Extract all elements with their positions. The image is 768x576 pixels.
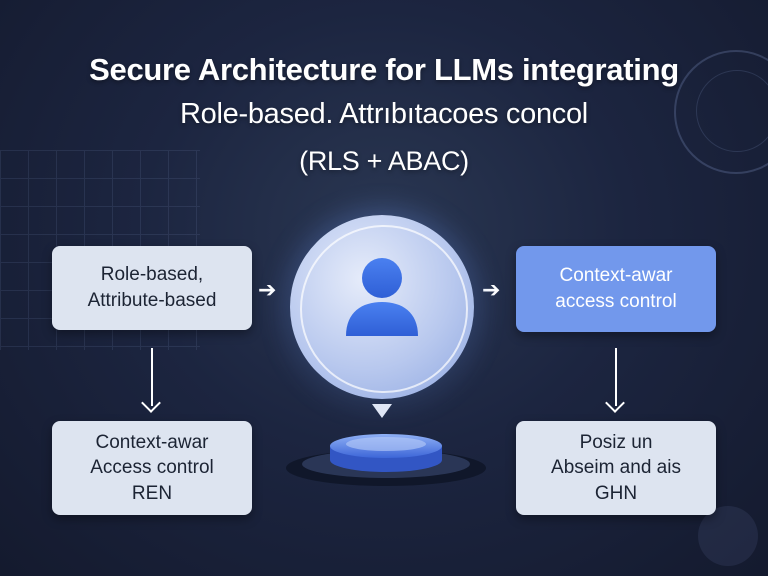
arrow-right-center-to-right: ➔ (482, 278, 501, 303)
title-line-3: (RLS + ABAC) (299, 146, 469, 176)
down-triangle-icon (372, 404, 392, 418)
pedestal-platform-icon (286, 434, 486, 486)
box-tr-line-1: Context-awar (559, 265, 673, 287)
box-context-aware-access: Context-awar access control (516, 246, 716, 332)
center-user-circle-ring (300, 225, 468, 393)
arrow-down-left (141, 348, 161, 413)
box-br-line-2: Abseim and ais (551, 457, 681, 479)
arrow-right-left-to-center: ➔ (258, 278, 277, 303)
title-line-1: Secure Architecture for LLMs integrating (89, 52, 679, 87)
box-role-attribute-based: Role-based, Attribute-based (52, 246, 252, 330)
box-tl-line-2: Attribute-based (87, 290, 217, 311)
background-blob (698, 506, 758, 566)
user-icon (346, 258, 418, 336)
box-bl-line-2: Access control (90, 457, 214, 479)
box-posiz-absem: Posiz un Abseim and ais GHN (516, 421, 716, 515)
box-bl-line-1: Context-awar (95, 431, 209, 453)
box-tl-line-1: Role-based, (100, 264, 204, 286)
box-context-aware-access-control-ren: Context-awar Access control REN (52, 421, 252, 515)
box-tr-line-2: access control (555, 291, 677, 312)
box-bl-line-3: REN (131, 482, 173, 504)
box-br-line-1: Posiz un (579, 431, 653, 453)
background-ring-inner (696, 70, 768, 152)
arrow-down-right (605, 348, 625, 413)
title-line-2: Role-based. Attrıbıtacoes concol (180, 98, 588, 130)
box-br-line-3: GHN (594, 482, 638, 504)
